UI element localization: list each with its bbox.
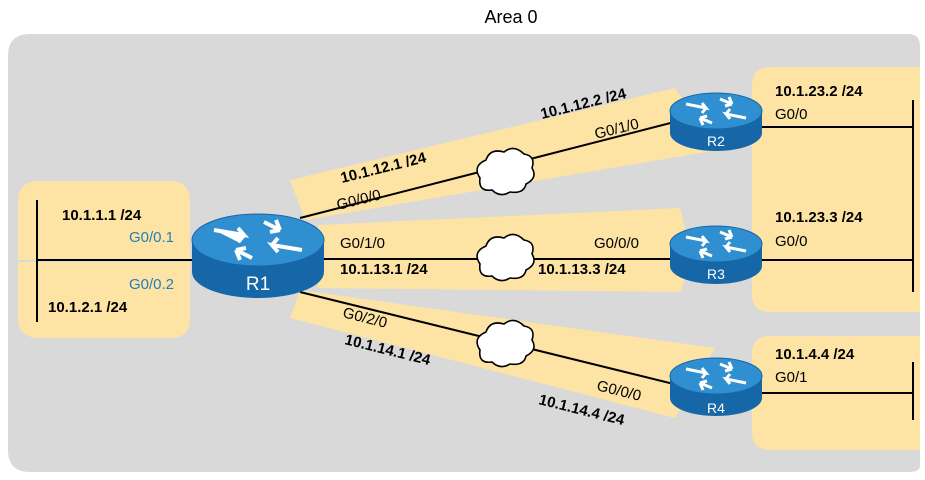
r4-lan-interface: G0/1 [775, 369, 808, 386]
left-lan-top-ip: 10.1.1.1 /24 [62, 207, 142, 224]
router-icon: R3 [669, 225, 763, 284]
router-label-r3: R3 [707, 266, 725, 282]
router-label-r2: R2 [707, 133, 725, 149]
r2-lan-interface: G0/0 [775, 106, 808, 123]
r1-r3-r3-interface: G0/0/0 [594, 235, 639, 252]
cloud-icon [476, 233, 535, 282]
cloud-icon [476, 147, 535, 196]
r1-r3-r1-interface: G0/1/0 [340, 235, 385, 252]
left-lan-top-highlight [18, 181, 190, 260]
r1-r3-r3-ip: 10.1.13.3 /24 [538, 261, 626, 278]
router-icon: R2 [669, 92, 763, 151]
area-title: Area 0 [484, 7, 537, 27]
left-lan-bottom-interface: G0/0.2 [129, 276, 174, 293]
left-lan-bottom-ip: 10.1.2.1 /24 [48, 299, 128, 316]
r3-lan-ip: 10.1.23.3 /24 [775, 209, 863, 226]
r4-lan-ip: 10.1.4.4 /24 [775, 346, 855, 363]
r3-lan-interface: G0/0 [775, 233, 808, 250]
router-icon: R4 [669, 357, 763, 416]
router-label-r4: R4 [707, 400, 725, 416]
router-label-r1: R1 [246, 274, 270, 295]
r2-lan-ip: 10.1.23.2 /24 [775, 83, 863, 100]
lan-segment-icon [36, 100, 914, 420]
router-icon: R1 [191, 213, 325, 298]
r1-r3-r1-ip: 10.1.13.1 /24 [340, 261, 428, 278]
left-lan-top-interface: G0/0.1 [129, 229, 174, 246]
cloud-icon [476, 319, 535, 368]
r2-r3-lan-highlight [752, 67, 920, 312]
left-lan-bottom-highlight [18, 262, 190, 338]
